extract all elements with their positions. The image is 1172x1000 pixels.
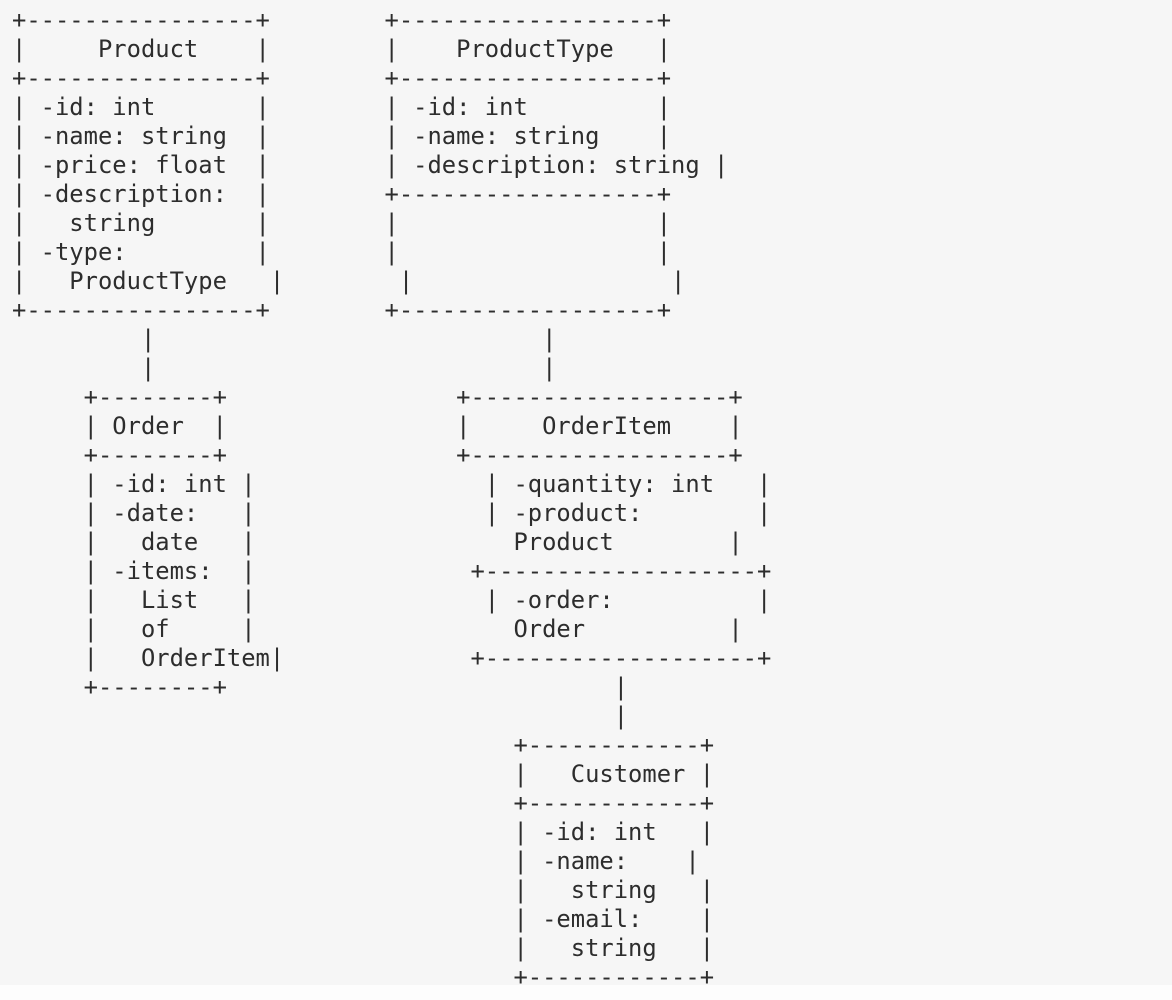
ascii-class-diagram: +----------------+ +------------------+ … bbox=[12, 6, 772, 985]
page-bottom-strip bbox=[0, 985, 1172, 1000]
